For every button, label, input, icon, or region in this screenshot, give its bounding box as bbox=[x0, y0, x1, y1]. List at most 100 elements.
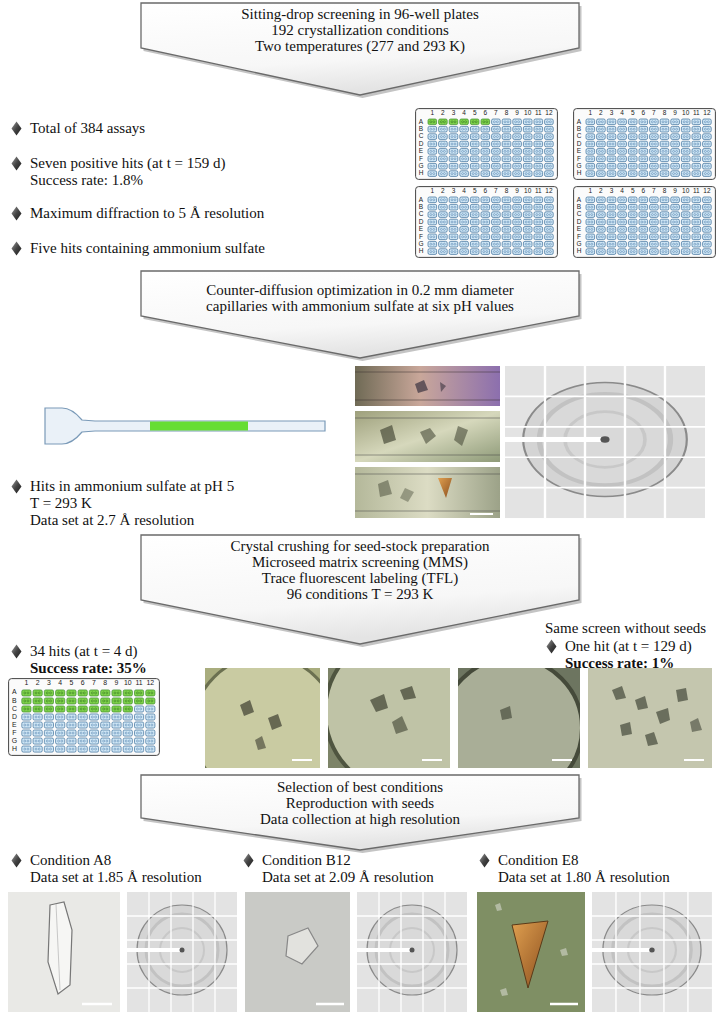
well-dot bbox=[612, 221, 614, 223]
well-dot bbox=[525, 221, 527, 223]
well-dot bbox=[507, 236, 509, 238]
well-dot bbox=[525, 236, 527, 238]
well-dot bbox=[114, 692, 116, 694]
plate-well bbox=[470, 163, 479, 169]
well-dot bbox=[465, 150, 467, 152]
plate-column-number: 6 bbox=[637, 188, 649, 195]
bullet-diamond bbox=[11, 156, 22, 171]
plate-well bbox=[428, 249, 437, 255]
plate-well bbox=[523, 134, 532, 140]
well-dot bbox=[486, 199, 488, 201]
plate-well bbox=[513, 171, 522, 177]
well-dot bbox=[654, 136, 656, 138]
well-dot bbox=[676, 228, 678, 230]
plate-well bbox=[56, 706, 65, 712]
well-dot bbox=[114, 700, 116, 702]
plate-well bbox=[428, 163, 437, 169]
well-dot bbox=[50, 700, 52, 702]
well-dot bbox=[588, 243, 590, 245]
well-dot bbox=[654, 228, 656, 230]
plate-well bbox=[439, 163, 448, 169]
plate-well bbox=[639, 234, 648, 240]
well-dot bbox=[475, 150, 477, 152]
well-dot bbox=[601, 214, 603, 216]
well-dot bbox=[83, 692, 85, 694]
well-dot bbox=[462, 221, 464, 223]
well-dot bbox=[440, 165, 442, 167]
well-dot bbox=[472, 251, 474, 253]
well-dot bbox=[454, 236, 456, 238]
well-dot bbox=[609, 221, 611, 223]
well-dot bbox=[72, 732, 74, 734]
well-dot bbox=[433, 236, 435, 238]
plate-well bbox=[639, 163, 648, 169]
plate-column-number: 10 bbox=[680, 188, 692, 195]
well-dot bbox=[676, 214, 678, 216]
well-dot bbox=[536, 173, 538, 175]
plate-well bbox=[692, 227, 701, 233]
well-dot bbox=[704, 165, 706, 167]
well-dot bbox=[504, 251, 506, 253]
well-dot bbox=[588, 236, 590, 238]
plate-well bbox=[449, 149, 458, 155]
plate-well bbox=[671, 212, 680, 218]
plate-well bbox=[534, 171, 543, 177]
well-dot bbox=[704, 173, 706, 175]
plate-well bbox=[460, 141, 469, 147]
plate-well bbox=[439, 149, 448, 155]
plate-row-letter: G bbox=[417, 241, 425, 248]
well-dot bbox=[507, 206, 509, 208]
well-dot bbox=[486, 143, 488, 145]
well-dot bbox=[140, 708, 142, 710]
well-dot bbox=[683, 121, 685, 123]
well-dot bbox=[704, 206, 706, 208]
well-dot bbox=[644, 206, 646, 208]
plate-well bbox=[428, 119, 437, 125]
well-dot bbox=[654, 221, 656, 223]
well-dot bbox=[80, 700, 82, 702]
well-dot bbox=[430, 150, 432, 152]
bullet-diamond bbox=[11, 853, 22, 868]
well-dot bbox=[507, 158, 509, 160]
plate-well bbox=[650, 171, 659, 177]
plate-column-number: 7 bbox=[648, 110, 660, 117]
well-dot bbox=[549, 228, 551, 230]
well-dot bbox=[623, 228, 625, 230]
well-dot bbox=[651, 128, 653, 130]
well-dot bbox=[454, 221, 456, 223]
plate-well bbox=[671, 204, 680, 210]
plate-well bbox=[607, 197, 616, 203]
well-dot bbox=[151, 716, 153, 718]
plate-well bbox=[428, 212, 437, 218]
well-dot bbox=[683, 251, 685, 253]
well-dot bbox=[69, 716, 71, 718]
well-dot bbox=[697, 221, 699, 223]
plate-well bbox=[671, 126, 680, 132]
plate-well bbox=[513, 212, 522, 218]
plate-well bbox=[492, 156, 501, 162]
well-dot bbox=[539, 251, 541, 253]
well-dot bbox=[609, 158, 611, 160]
well-dot bbox=[601, 128, 603, 130]
plate-column-number: 12 bbox=[543, 188, 555, 195]
well-dot bbox=[465, 128, 467, 130]
well-dot bbox=[654, 243, 656, 245]
well-dot bbox=[472, 158, 474, 160]
plate-well bbox=[650, 249, 659, 255]
plate-well bbox=[460, 126, 469, 132]
well-dot bbox=[58, 724, 60, 726]
plate-well bbox=[639, 141, 648, 147]
plate-well bbox=[607, 149, 616, 155]
plate-well bbox=[428, 156, 437, 162]
bullet-diamond bbox=[11, 241, 22, 256]
well-dot bbox=[493, 165, 495, 167]
plate-well bbox=[146, 714, 155, 720]
plate-well bbox=[618, 219, 627, 225]
well-dot bbox=[536, 150, 538, 152]
plate-column-number: 3 bbox=[448, 188, 460, 195]
plate-well bbox=[449, 212, 458, 218]
well-dot bbox=[80, 716, 82, 718]
well-dot bbox=[151, 700, 153, 702]
plate-well bbox=[639, 219, 648, 225]
well-dot bbox=[686, 121, 688, 123]
